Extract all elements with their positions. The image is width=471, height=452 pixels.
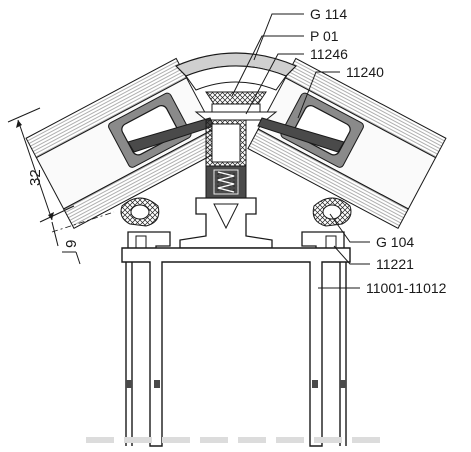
leader-11240 bbox=[297, 71, 340, 119]
right-gasket-g104 bbox=[312, 197, 352, 227]
label-11221: 11221 bbox=[376, 256, 414, 272]
label-11240: 11240 bbox=[346, 64, 384, 80]
leader-11246 bbox=[245, 53, 304, 115]
leader-g104 bbox=[329, 213, 370, 243]
dim-label-9: 9 bbox=[63, 240, 80, 248]
left-gasket-g104 bbox=[120, 197, 160, 227]
dim-label-32: 32 bbox=[27, 169, 44, 186]
top-cover-inner bbox=[185, 65, 287, 91]
label-p01: P 01 bbox=[310, 28, 339, 44]
right-inner-pane bbox=[247, 128, 410, 230]
label-11001-11012: 11001-11012 bbox=[366, 280, 447, 296]
leader-p01 bbox=[231, 35, 304, 97]
dim-extension-line bbox=[51, 211, 115, 233]
mullion-screw-channel bbox=[213, 203, 239, 230]
center-pressure-profile bbox=[127, 91, 345, 199]
dimension-9 bbox=[51, 221, 81, 265]
label-g114: G 114 bbox=[310, 6, 347, 22]
leader-11221 bbox=[333, 245, 370, 265]
dimension-32 bbox=[7, 107, 75, 223]
leader-g114 bbox=[253, 13, 304, 61]
main-mullion-11001 bbox=[121, 247, 351, 447]
label-11246: 11246 bbox=[310, 46, 348, 62]
leader-lines bbox=[231, 13, 370, 289]
label-g104: G 104 bbox=[376, 234, 414, 250]
right-pressure-flange bbox=[257, 117, 345, 153]
